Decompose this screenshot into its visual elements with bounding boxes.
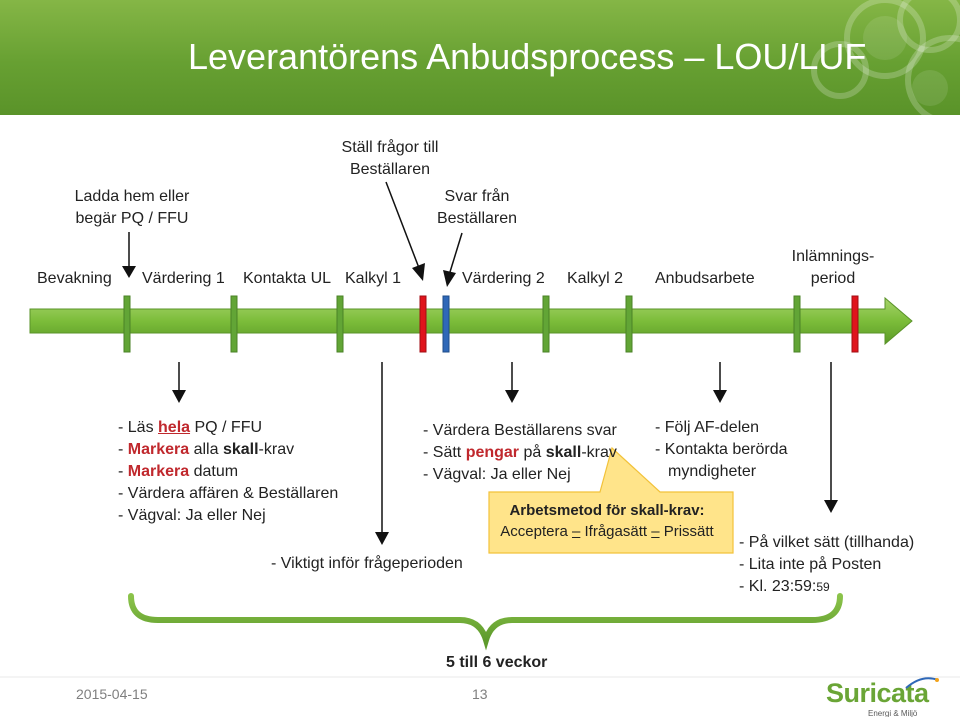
arrow-down-box3 (505, 362, 519, 403)
callout-bubble (488, 446, 734, 554)
arrow-questions (385, 181, 425, 281)
box2-line-1: - Viktigt inför frågeperioden (271, 555, 463, 572)
box1-line-3: - Markera datum (118, 461, 238, 483)
box1-line-1-highlight: hela (158, 419, 191, 436)
callout-dash-2: – (651, 523, 660, 540)
box5-line-3-small: 59 (816, 580, 830, 594)
header-band: Leverantörens Anbudsprocess – LOU/LUF (0, 0, 960, 115)
arrow-download (122, 232, 136, 278)
box3-line-2: - Sätt pengar på skall-krav (423, 442, 617, 464)
box3-line-2-post: -krav (581, 444, 617, 461)
marker-anbudsarbete (793, 295, 801, 353)
note-answers-line-2: Beställaren (436, 210, 518, 227)
marker-vardering-1 (230, 295, 238, 353)
logo-swoosh-icon (905, 677, 939, 689)
callout-dash-1: – (571, 523, 581, 540)
note-questions: Ställ frågor till Beställaren (322, 137, 458, 181)
marker-answer-date (442, 295, 450, 353)
box1-line-1: - Läs hela PQ / FFU (118, 417, 262, 439)
marker-kontakta-ul (336, 295, 344, 353)
marker-bevakning (123, 295, 131, 353)
box5-line-3: - Kl. 23:59:59 (739, 576, 830, 598)
box4-line-1: - Följ AF-delen (655, 419, 760, 436)
footer-date: 2015-04-15 (76, 686, 148, 702)
note-questions-line-1: Ställ frågor till (341, 139, 439, 156)
note-download-line-2: begär PQ / FFU (75, 210, 189, 227)
callout-body: Acceptera – Ifrågasätt – Prissätt (487, 521, 727, 542)
box1-line-3-post: datum (189, 463, 239, 480)
phase-label-vardering-2: Värdering 2 (462, 270, 545, 287)
note-answers-line-1: Svar från (444, 188, 510, 205)
marker-vardering-2 (542, 295, 550, 353)
slide-title: Leverantörens Anbudsprocess – LOU/LUF (188, 36, 867, 77)
box1-line-4: - Värdera affären & Beställaren (118, 485, 339, 502)
callout-body-mid: Ifrågasätt (580, 523, 652, 540)
phase-label-inlamning-line-1: Inlämnings- (791, 248, 875, 265)
arrow-answers (443, 232, 463, 287)
arrow-down-box2 (375, 362, 389, 545)
box1-line-2-mid: alla (189, 441, 223, 458)
logo-tagline: Energi & Miljö (868, 709, 918, 717)
marker-question-deadline (419, 295, 427, 353)
arrow-down-box5 (824, 362, 838, 513)
note-questions-line-2: Beställaren (349, 161, 431, 178)
box1-line-2-bold: skall (222, 441, 259, 458)
note-answers: Svar från Beställaren (422, 186, 532, 230)
box1-line-2-pre: - (118, 441, 128, 458)
box3-line-2-pre: - Sätt (423, 444, 466, 461)
box1-line-2-highlight: Markera (127, 441, 190, 458)
footer-page-number: 13 (472, 686, 488, 702)
duration-label: 5 till 6 veckor (446, 654, 548, 671)
box4-line-2: - Kontakta berörda (655, 441, 788, 458)
box1-line-2-post: -krav (258, 441, 295, 458)
phase-label-vardering-1: Värdering 1 (142, 270, 225, 287)
box1-line-2: - Markera alla skall-krav (118, 439, 294, 461)
phase-label-bevakning: Bevakning (37, 270, 112, 287)
note-download: Ladda hem eller begär PQ / FFU (62, 186, 202, 230)
box3-line-1: - Värdera Beställarens svar (423, 422, 617, 439)
box5-line-2: - Lita inte på Posten (739, 556, 882, 573)
box3-line-2-mid: på (519, 444, 546, 461)
box4-line-3: myndigheter (668, 463, 757, 480)
marker-submission-deadline (851, 295, 859, 353)
suricata-logo: Suricata Energi & Miljö (826, 677, 939, 717)
box1-line-1-post: PQ / FFU (190, 419, 263, 436)
marker-kalkyl-2 (625, 295, 633, 353)
callout-body-pre: Acceptera (500, 523, 572, 540)
box3-line-2-bold: skall (545, 444, 582, 461)
callout-body-post: Prissätt (659, 523, 714, 540)
duration-brace (128, 593, 843, 651)
arrow-down-box1 (172, 362, 186, 403)
phase-label-kalkyl-2: Kalkyl 2 (567, 270, 624, 287)
box1-line-3-pre: - (118, 463, 128, 480)
phase-label-kontakta-ul: Kontakta UL (243, 270, 332, 287)
callout-text: Arbetsmetod för skall-krav: Acceptera – … (487, 500, 727, 542)
phase-label-kalkyl-1: Kalkyl 1 (345, 270, 402, 287)
note-download-line-1: Ladda hem eller (74, 188, 190, 205)
box3-line-2-highlight: pengar (465, 444, 520, 461)
box1-line-1-pre: - Läs (118, 419, 159, 436)
phase-label-inlamningsperiod: Inlämnings- period (778, 246, 888, 290)
box1-line-5: - Vägval: Ja eller Nej (118, 507, 266, 524)
phase-label-anbudsarbete: Anbudsarbete (655, 270, 755, 287)
header-decoration (811, 0, 960, 115)
callout-title: Arbetsmetod för skall-krav: (509, 502, 705, 519)
box1-line-3-highlight: Markera (127, 463, 190, 480)
box3-line-3: - Vägval: Ja eller Nej (423, 466, 571, 483)
arrow-down-box4 (713, 362, 727, 403)
phase-label-inlamning-line-2: period (810, 270, 856, 287)
box5-line-3-pre: - Kl. 23:59: (739, 578, 817, 595)
timeline-arrow (29, 296, 913, 346)
box5-line-1: - På vilket sätt (tillhanda) (739, 534, 915, 551)
